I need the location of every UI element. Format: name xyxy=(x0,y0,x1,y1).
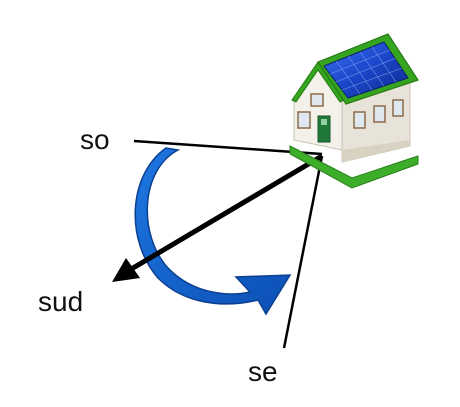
direction-arrow-sud xyxy=(112,153,324,282)
side-window-1 xyxy=(353,111,366,129)
direction-line-sud xyxy=(126,153,324,274)
rotation-arrow-shape xyxy=(134,147,292,316)
arrowhead-sud xyxy=(112,258,140,282)
lawn-base xyxy=(289,145,419,189)
front-window-top xyxy=(310,93,324,107)
label-so: so xyxy=(80,124,110,155)
label-se: se xyxy=(248,356,278,387)
house-with-solar-panel-icon xyxy=(289,33,419,189)
rotation-arrow xyxy=(134,147,292,316)
direction-line-se xyxy=(282,155,324,349)
front-window-left xyxy=(297,111,311,129)
label-sud: sud xyxy=(38,286,84,317)
side-window-3 xyxy=(392,99,404,117)
side-window-2 xyxy=(373,105,386,123)
solar-panel-grid xyxy=(329,46,403,95)
